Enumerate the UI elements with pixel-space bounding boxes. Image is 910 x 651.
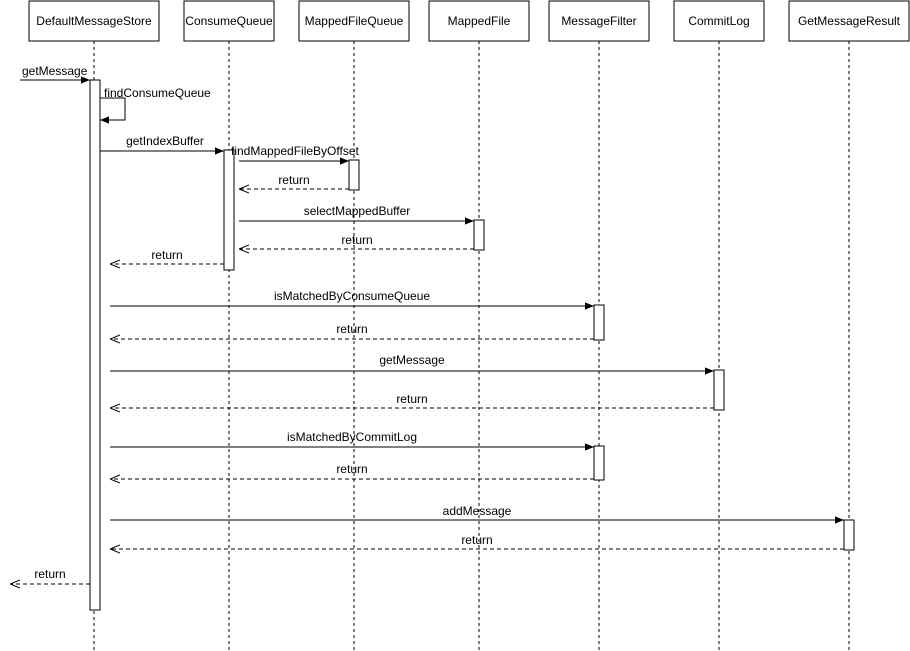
message-label-2: getIndexBuffer: [126, 134, 204, 148]
participant-box-filter: [548, 0, 650, 42]
participant-label-mfq: MappedFileQueue: [305, 14, 404, 28]
participant-label-mf: MappedFile: [448, 14, 511, 28]
message-label-16: return: [34, 567, 65, 581]
message-label-7: return: [151, 248, 182, 262]
participant-label-dms: DefaultMessageStore: [36, 14, 152, 28]
participant-box-gmr: [788, 0, 910, 42]
participant-box-mf: [428, 0, 530, 42]
message-label-4: return: [278, 173, 309, 187]
message-label-13: return: [336, 462, 367, 476]
participant-label-cl: CommitLog: [688, 14, 749, 28]
activation-mf-3: [473, 219, 485, 251]
message-label-9: return: [336, 322, 367, 336]
message-label-6: return: [341, 233, 372, 247]
message-label-8: isMatchedByConsumeQueue: [274, 289, 430, 303]
participant-box-cl: [673, 0, 765, 42]
message-label-5: selectMappedBuffer: [304, 204, 411, 218]
message-label-15: return: [461, 533, 492, 547]
participant-label-filter: MessageFilter: [561, 14, 636, 28]
activation-filter-4: [593, 304, 605, 341]
activation-cq-1: [223, 149, 235, 271]
participant-box-mfq: [298, 0, 410, 42]
message-label-14: addMessage: [443, 504, 512, 518]
message-label-12: isMatchedByCommitLog: [287, 430, 417, 444]
activation-gmr-7: [843, 519, 855, 551]
activation-cl-5: [713, 369, 725, 411]
message-arrow-1: [100, 97, 126, 124]
participant-label-cq: ConsumeQueue: [185, 14, 273, 28]
message-label-1: findConsumeQueue: [104, 86, 211, 100]
activation-mfq-2: [348, 159, 360, 191]
message-label-10: getMessage: [379, 353, 445, 367]
message-label-0: getMessage: [22, 64, 88, 78]
message-label-11: return: [396, 392, 427, 406]
message-label-3: findMappedFileByOffset: [231, 144, 360, 158]
activation-dms-0: [89, 79, 101, 611]
participant-box-cq: [183, 0, 275, 42]
participant-label-gmr: GetMessageResult: [798, 14, 901, 28]
participant-box-dms: [28, 0, 160, 42]
activation-filter-6: [593, 445, 605, 481]
